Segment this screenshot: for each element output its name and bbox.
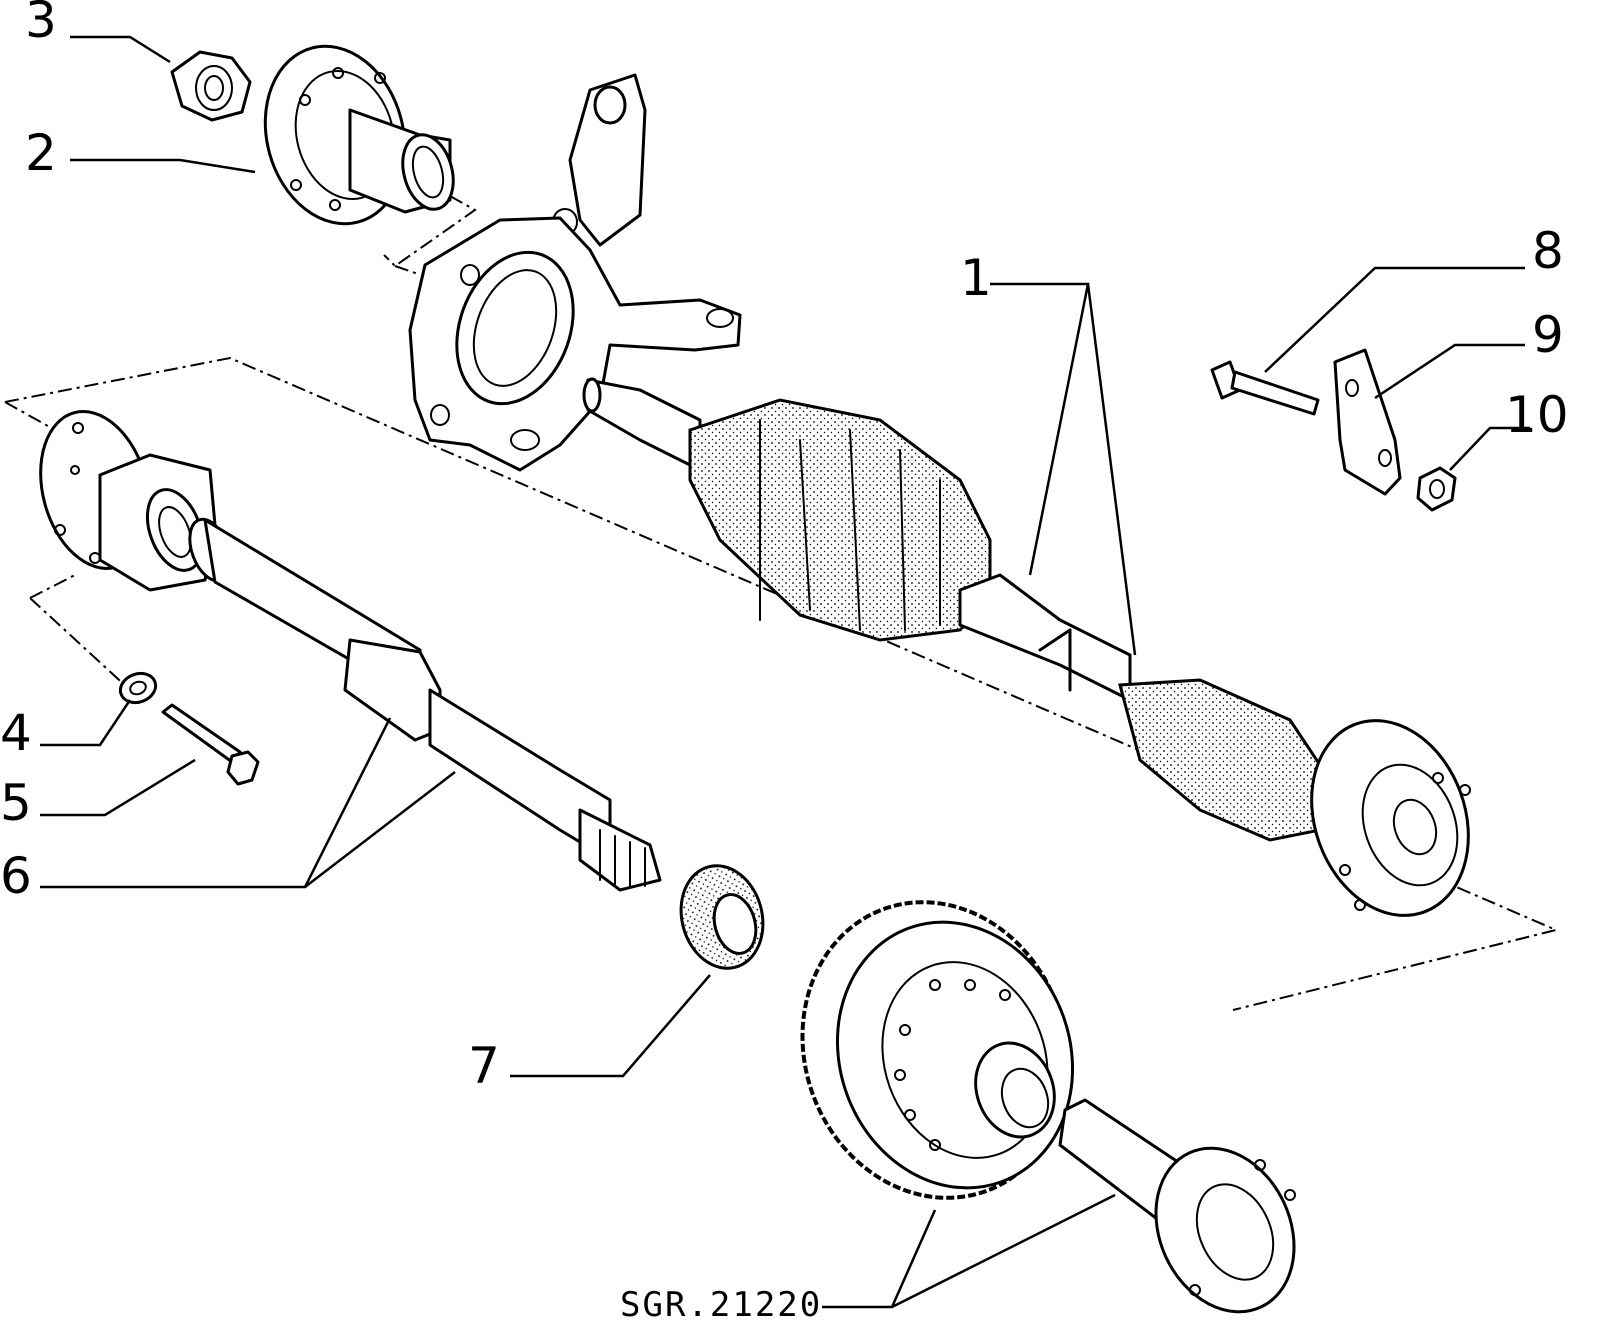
callout-4: 4	[0, 704, 32, 762]
intermediate-shaft-assembly	[39, 410, 662, 892]
callout-2: 2	[25, 124, 57, 182]
callout-3: 3	[25, 0, 57, 49]
callout-1: 1	[960, 249, 992, 307]
hub-alignment-guide	[383, 195, 477, 275]
callout-6: 6	[0, 847, 32, 905]
part-8-bolt	[1210, 360, 1320, 416]
part-7-oil-seal	[679, 864, 765, 970]
part-5-bolt	[161, 703, 260, 786]
callout-10: 10	[1505, 386, 1569, 444]
differential-ring-gear	[800, 900, 1075, 1200]
part-3-hub-nut	[170, 50, 252, 122]
reference-code: SGR.21220	[620, 1285, 822, 1324]
steering-knuckle	[408, 73, 742, 472]
part-2-wheel-hub	[263, 44, 455, 226]
callout-8: 8	[1532, 222, 1564, 280]
part-1-drive-shaft	[582, 377, 1471, 917]
callout-7: 7	[468, 1037, 500, 1095]
callout-5: 5	[0, 774, 32, 832]
assembly-boundary-frame	[4, 356, 1560, 1011]
leader-lines	[40, 35, 1530, 1309]
part-9-plate	[1333, 348, 1402, 496]
output-flange-shaft	[1058, 1098, 1296, 1314]
part-10-nut	[1416, 466, 1457, 512]
part-4-washer	[118, 671, 158, 705]
callout-9: 9	[1532, 306, 1564, 364]
